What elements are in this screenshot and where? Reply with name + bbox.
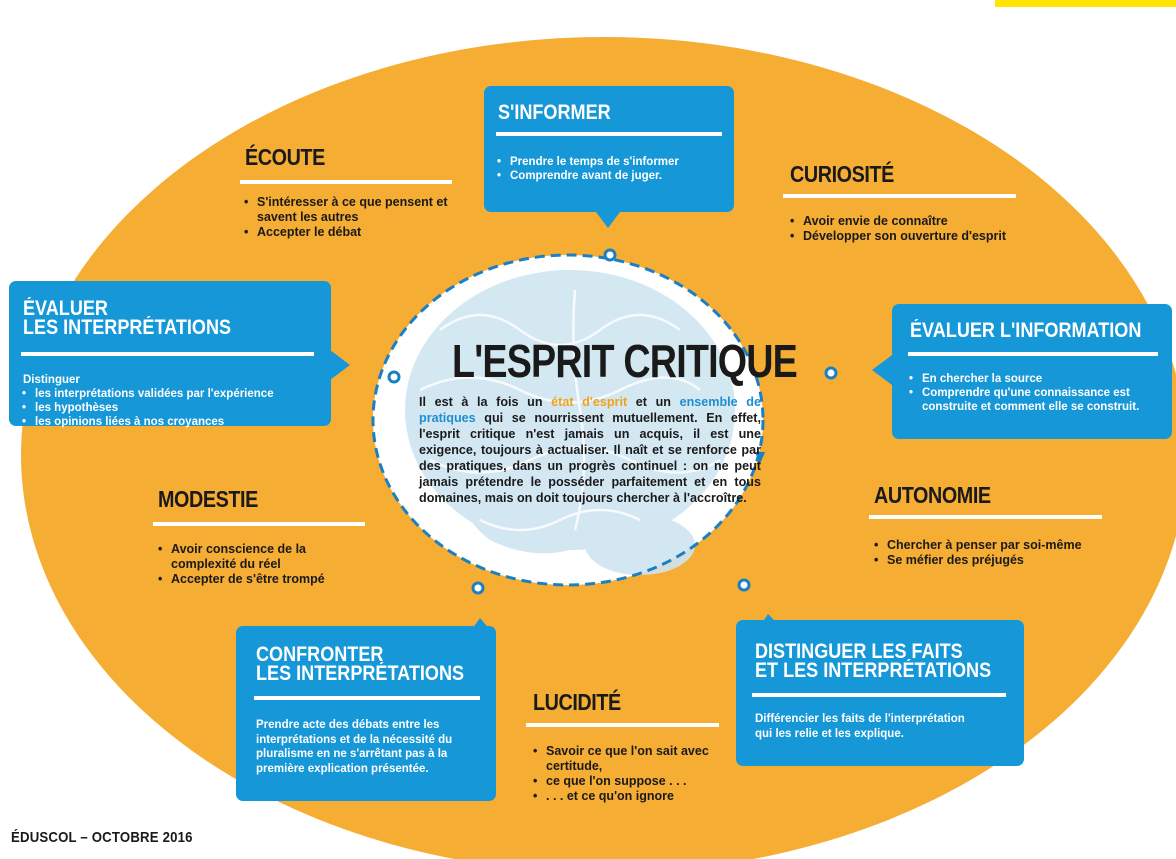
distinguer-title-1: DISTINGUER LES FAITS <box>755 640 963 663</box>
evaluer-interpretations-list: les interprétations validées par l'expér… <box>21 387 326 429</box>
sinformer-title: S'INFORMER <box>498 101 611 124</box>
confronter-rule <box>254 696 480 700</box>
distinguer-title-2: ET LES INTERPRÉTATIONS <box>755 659 992 682</box>
center-text-part: qui se nourrissent mutuellement. En effe… <box>419 411 761 505</box>
list-item: Avoir envie de connaître <box>789 214 1039 229</box>
list-item: Avoir conscience de la complexité du rée… <box>157 542 357 572</box>
confronter-box: CONFRONTER LES INTERPRÉTATIONS Prendre a… <box>236 626 496 801</box>
ecoute-rule <box>240 180 452 184</box>
sinformer-box: S'INFORMER Prendre le temps de s'informe… <box>484 86 734 212</box>
modestie-title: MODESTIE <box>158 486 258 512</box>
ecoute-list: S'intéresser à ce que pensent et savent … <box>243 195 458 240</box>
footer-credit: ÉDUSCOL – OCTOBRE 2016 <box>11 829 193 846</box>
sinformer-rule <box>496 132 722 136</box>
lucidite-title: LUCIDITÉ <box>533 689 621 715</box>
list-item: Développer son ouverture d'esprit <box>789 229 1039 244</box>
autonomie-list: Chercher à penser par soi-même Se méfier… <box>873 538 1113 568</box>
evaluer-interpretations-rule <box>21 352 314 356</box>
ecoute-title: ÉCOUTE <box>245 144 325 170</box>
curiosite-rule <box>783 194 1016 198</box>
distinguer-box: DISTINGUER LES FAITS ET LES INTERPRÉTATI… <box>736 620 1024 766</box>
ring-nodes <box>387 248 838 595</box>
dashed-ring <box>371 253 765 587</box>
list-item: Prendre le temps de s'informer <box>496 155 726 169</box>
ring-arrow <box>755 452 765 464</box>
evaluer-information-list: En chercher la source Comprendre qu'une … <box>908 372 1170 414</box>
highlight-etat-esprit: état d'esprit <box>551 395 628 409</box>
list-item: Accepter le débat <box>243 225 458 240</box>
list-item: Comprendre avant de juger. <box>496 169 726 183</box>
confronter-title-2: LES INTERPRÉTATIONS <box>256 662 465 685</box>
distinguer-text: Différencier les faits de l'interprétati… <box>755 713 965 740</box>
list-item: En chercher la source <box>908 372 1170 386</box>
evaluer-interpretations-box: ÉVALUER LES INTERPRÉTATIONS Distinguer l… <box>9 281 331 429</box>
sinformer-list: Prendre le temps de s'informer Comprendr… <box>496 155 726 183</box>
curiosite-list: Avoir envie de connaître Développer son … <box>789 214 1039 244</box>
list-item: ce que l'on suppose . . . <box>532 774 712 789</box>
brain-folds <box>419 289 721 532</box>
curiosite-title: CURIOSITÉ <box>790 161 894 187</box>
modestie-list: Avoir conscience de la complexité du rée… <box>157 542 357 587</box>
modestie-rule <box>153 522 365 526</box>
list-item: . . . et ce qu'on ignore <box>532 789 712 804</box>
confronter-text: Prendre acte des débats entre les interp… <box>256 719 453 775</box>
list-item: Accepter de s'être trompé <box>157 572 357 587</box>
evaluer-information-rule <box>908 352 1158 356</box>
center-title: L'ESPRIT CRITIQUE <box>452 335 798 387</box>
list-item: les hypothèses <box>21 401 326 415</box>
brain-illustration <box>405 270 735 575</box>
list-item: les opinions liées à nos croyances <box>21 415 326 429</box>
lucidite-list: Savoir ce que l'on sait avec certitude, … <box>532 744 712 804</box>
list-item: les interprétations validées par l'expér… <box>21 387 326 401</box>
center-text: Il est à la fois un état d'esprit et un … <box>419 394 761 506</box>
evaluer-interpretations-title-2: LES INTERPRÉTATIONS <box>23 316 232 339</box>
list-item: Chercher à penser par soi-même <box>873 538 1113 553</box>
autonomie-title: AUTONOMIE <box>874 482 991 508</box>
list-item: S'intéresser à ce que pensent et savent … <box>243 195 458 225</box>
corner-tab <box>995 0 1176 7</box>
lucidite-rule <box>526 723 719 727</box>
evaluer-interpretations-lead: Distinguer <box>23 374 80 386</box>
list-item: Savoir ce que l'on sait avec certitude, <box>532 744 712 774</box>
center-text-part: et un <box>627 395 680 409</box>
autonomie-rule <box>869 515 1102 519</box>
evaluer-information-title: ÉVALUER L'INFORMATION <box>910 319 1142 342</box>
list-item: Comprendre qu'une connaissance est const… <box>908 386 1170 414</box>
distinguer-rule <box>752 693 1006 697</box>
highlight-ensemble-pratiques: ensemble de pratiques <box>419 395 761 425</box>
list-item: Se méfier des préjugés <box>873 553 1113 568</box>
evaluer-information-box: ÉVALUER L'INFORMATION En chercher la sou… <box>892 304 1172 439</box>
evaluer-interpretations-title-1: ÉVALUER <box>23 297 108 320</box>
confronter-title-1: CONFRONTER <box>256 643 384 666</box>
center-text-part: Il est à la fois un <box>419 395 552 409</box>
